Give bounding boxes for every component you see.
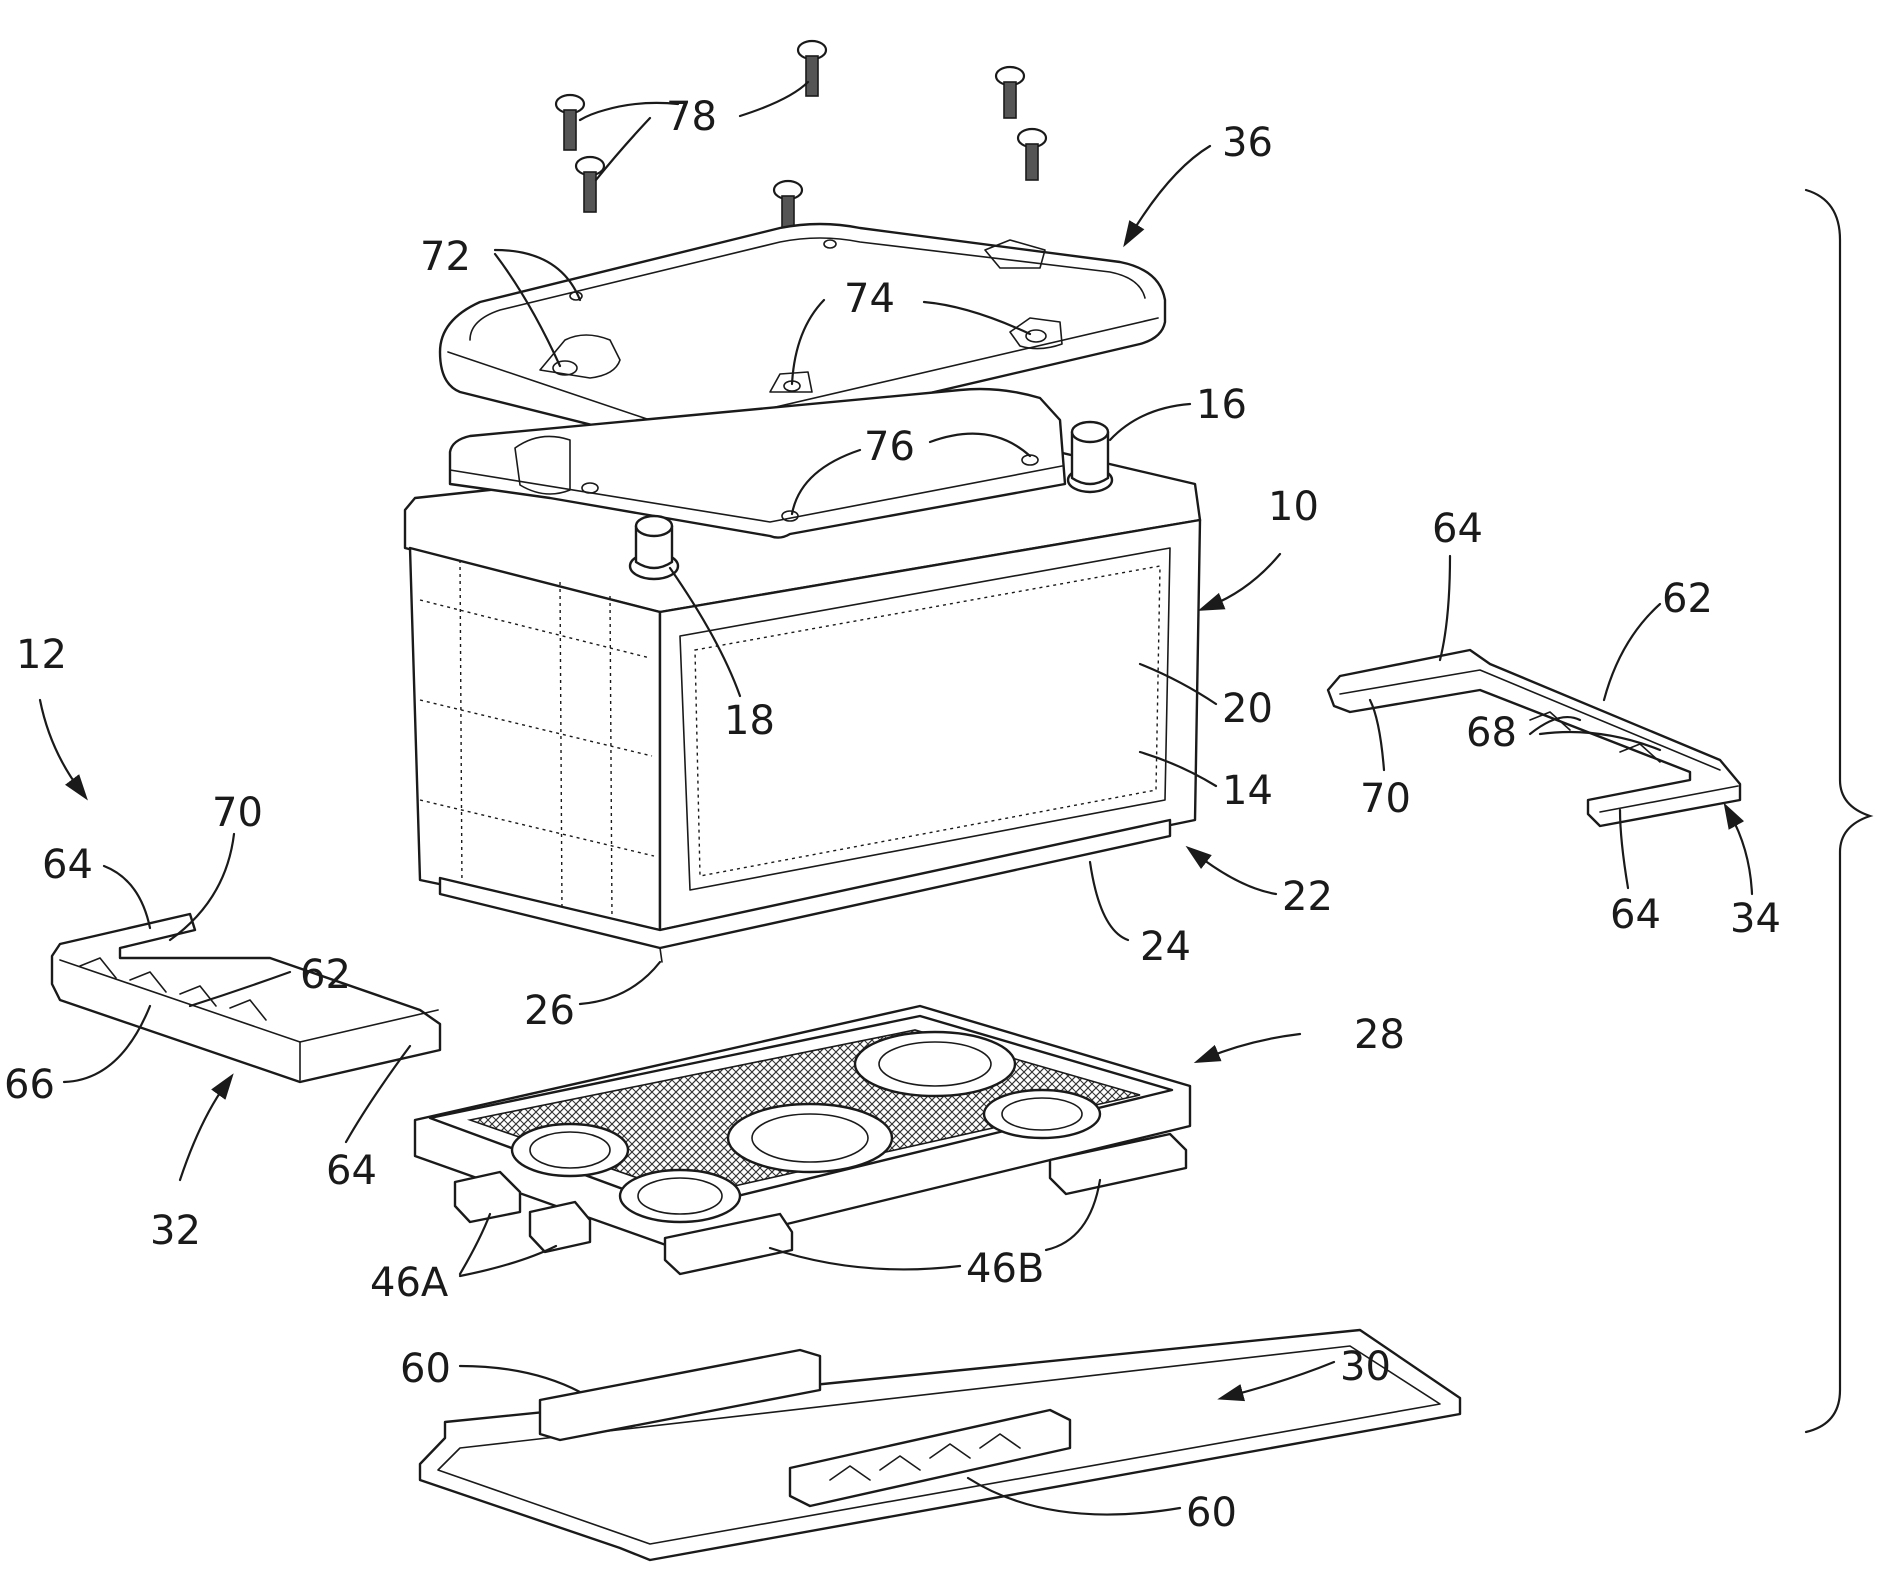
label-64-right-bottom: 64 bbox=[1610, 892, 1661, 938]
tray-well bbox=[984, 1090, 1100, 1138]
label-12: 12 bbox=[16, 632, 67, 678]
label-20: 20 bbox=[1222, 686, 1273, 732]
label-60-top: 60 bbox=[400, 1346, 451, 1392]
label-72: 72 bbox=[420, 234, 471, 280]
label-34: 34 bbox=[1730, 896, 1781, 942]
label-24: 24 bbox=[1140, 924, 1191, 970]
label-22: 22 bbox=[1282, 874, 1333, 920]
tray-well bbox=[512, 1124, 628, 1176]
label-30: 30 bbox=[1340, 1344, 1391, 1390]
label-26: 26 bbox=[524, 988, 575, 1034]
label-46a: 46A bbox=[370, 1260, 449, 1306]
tray-well bbox=[728, 1104, 892, 1172]
label-64-left-bottom: 64 bbox=[326, 1148, 377, 1194]
label-78: 78 bbox=[666, 94, 717, 140]
label-76: 76 bbox=[864, 424, 915, 470]
label-10: 10 bbox=[1268, 484, 1319, 530]
label-62-right: 62 bbox=[1662, 576, 1713, 622]
battery-tray bbox=[415, 1006, 1190, 1274]
screw-group bbox=[556, 41, 1046, 236]
label-28: 28 bbox=[1354, 1012, 1405, 1058]
label-62-left: 62 bbox=[300, 952, 351, 998]
battery bbox=[405, 389, 1200, 962]
screw-icon bbox=[996, 67, 1024, 118]
label-36: 36 bbox=[1222, 120, 1273, 166]
tray-well bbox=[855, 1032, 1015, 1096]
system-brace bbox=[1806, 190, 1870, 1432]
screw-icon bbox=[1018, 129, 1046, 180]
label-66: 66 bbox=[4, 1062, 55, 1108]
screw-icon bbox=[556, 95, 584, 150]
label-70-left: 70 bbox=[212, 790, 263, 836]
label-18: 18 bbox=[724, 698, 775, 744]
label-46b: 46B bbox=[966, 1246, 1044, 1292]
label-70-right: 70 bbox=[1360, 776, 1411, 822]
label-14: 14 bbox=[1222, 768, 1273, 814]
bottom-frame bbox=[420, 1330, 1460, 1560]
label-64-left-top: 64 bbox=[42, 842, 93, 888]
label-16: 16 bbox=[1196, 382, 1247, 428]
tray-well bbox=[620, 1170, 740, 1222]
left-clamp bbox=[52, 914, 440, 1082]
label-68: 68 bbox=[1466, 710, 1517, 756]
label-60-bottom: 60 bbox=[1186, 1490, 1237, 1536]
label-64-right-top: 64 bbox=[1432, 506, 1483, 552]
label-32: 32 bbox=[150, 1208, 201, 1254]
label-74: 74 bbox=[844, 276, 895, 322]
screw-icon bbox=[576, 157, 604, 212]
